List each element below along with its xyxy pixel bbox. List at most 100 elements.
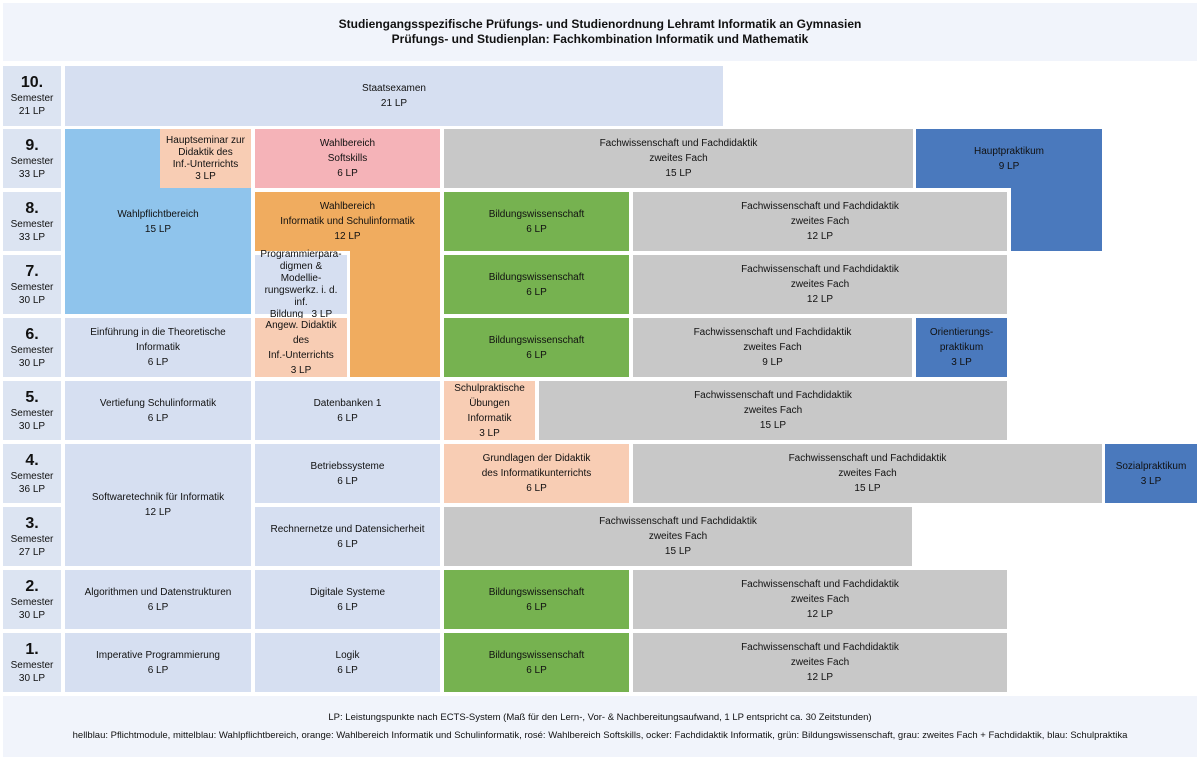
module-lp: 21 LP [380,98,408,109]
module-lp: 12 LP [806,609,834,620]
semester-lp: 27 LP [18,546,46,558]
module-title: Softskills [327,153,368,164]
semester-10-label: 10. Semester 21 LP [3,66,61,126]
module-logik: Logik 6 LP [255,633,440,692]
module-title: Bildungswissenschaft [488,208,585,220]
module-lp: 15 LP [664,546,692,557]
module-title: Fachwissenschaft und Fachdidaktik [788,453,947,464]
module-lp: 6 LP [526,286,547,298]
module-bildungswissenschaft-sem7: Bildungswissenschaft 6 LP [444,255,629,314]
module-fachwissenschaft-sem7: Fachwissenschaft und Fachdidaktik zweite… [633,255,1007,314]
module-wahlbereich-softskills: Wahlbereich Softskills 6 LP [255,129,440,188]
semester-number: 3. [25,514,39,532]
module-title: Sozialpraktikum [1115,460,1187,472]
semester-lp: 30 LP [18,294,46,306]
module-datenbanken: Datenbanken 1 6 LP [255,381,440,440]
module-title: zweites Fach [838,468,897,479]
semester-9-label: 9. Semester 33 LP [3,129,61,188]
module-lp: 12 LP [144,507,172,518]
module-title: Schulpraktische [454,382,525,394]
semester-lp: 30 LP [18,420,46,432]
module-lp: 6 LP [337,412,358,424]
module-title: Wahlbereich [319,201,376,212]
module-fachwissenschaft-sem9: Fachwissenschaft und Fachdidaktik zweite… [444,129,913,188]
module-lp: 3 LP [290,364,312,376]
semester-lp: 30 LP [18,672,46,684]
module-lp: 15 LP [759,420,787,431]
module-wahlbereich-informatik-extension [350,249,440,377]
module-title: zweites Fach [648,531,708,542]
module-fachwissenschaft-sem4: Fachwissenschaft und Fachdidaktik zweite… [633,444,1102,503]
module-title: Hauptseminar zur [166,134,245,146]
semester-5-label: 5. Semester 30 LP [3,381,61,440]
module-lp: 6 LP [526,601,547,613]
module-title: Rechnernetze und Datensicherheit [270,523,425,535]
module-title: zweites Fach [790,657,850,668]
module-title: Digitale Systeme [309,586,386,598]
module-lp: 12 LP [806,672,834,683]
module-title: Wahlbereich [319,138,376,149]
legend-color-key: hellblau: Pflichtmodule, mittelblau: Wah… [72,729,1128,741]
module-title: Bildungswissenschaft [488,586,585,598]
module-title: des Informatikunterrichts [481,468,592,479]
module-title: Staatsexamen [362,83,426,94]
module-title: Didaktik des [178,146,233,158]
module-lp: 12 LP [806,294,834,305]
module-imperative-programmierung: Imperative Programmierung 6 LP [65,633,251,692]
header-subtitle: Prüfungs- und Studienplan: Fachkombinati… [391,32,809,46]
module-title: zweites Fach [743,405,803,416]
module-lp: 15 LP [854,483,881,494]
semester-lp: 30 LP [18,609,46,621]
module-title: Bildungswissenschaft [488,334,585,346]
module-title: Betriebssysteme [310,460,385,472]
module-fachwissenschaft-sem8: Fachwissenschaft und Fachdidaktik zweite… [633,192,1007,251]
module-title: Fachwissenschaft und Fachdidaktik [741,201,899,212]
semester-word: Semester [10,155,54,167]
module-title: Fachwissenschaft und Fachdidaktik [599,138,758,149]
module-fachwissenschaft-sem1: Fachwissenschaft und Fachdidaktik zweite… [633,633,1007,692]
semester-2-label: 2. Semester 30 LP [3,570,61,629]
module-wahlbereich-informatik: Wahlbereich Informatik und Schulinformat… [255,192,440,251]
module-title: Einführung in die Theoretische Informati… [90,327,226,353]
module-bildungswissenschaft-sem2: Bildungswissenschaft 6 LP [444,570,629,629]
module-title: Hauptpraktikum [973,145,1045,157]
semester-word: Semester [10,281,54,293]
semester-number: 2. [25,577,39,595]
semester-word: Semester [10,407,54,419]
semester-number: 6. [25,325,39,343]
module-title: Fachwissenschaft und Fachdidaktik [599,516,757,527]
semester-lp: 33 LP [18,168,46,180]
module-fachwissenschaft-sem5: Fachwissenschaft und Fachdidaktik zweite… [539,381,1007,440]
module-lp: 15 LP [144,223,172,235]
semester-7-label: 7. Semester 30 LP [3,255,61,314]
module-lp: 9 LP [762,357,783,368]
module-hauptseminar-didaktik: Hauptseminar zur Didaktik des Inf.-Unter… [160,129,251,188]
module-title: Bildungswissenschaft [488,649,585,661]
semester-number: 10. [20,74,44,91]
module-title: Fachwissenschaft und Fachdidaktik [693,327,852,338]
semester-number: 7. [25,262,39,280]
semester-number: 5. [25,388,39,406]
semester-word: Semester [10,344,54,356]
plan-header: Studiengangsspezifische Prüfungs- und St… [3,3,1197,61]
module-title: Fachwissenschaft und Fachdidaktik [741,264,899,275]
module-lp: 6 LP [337,538,358,550]
module-bildungswissenschaft-sem6: Bildungswissenschaft 6 LP [444,318,629,377]
module-lp: 12 LP [806,231,834,242]
module-lp: 6 LP [526,483,547,494]
module-title: Logik [335,649,360,661]
module-schulpraktische-uebungen: Schulpraktische Übungen Informatik 3 LP [444,381,535,440]
semester-word: Semester [10,596,54,608]
module-sozialpraktikum: Sozialpraktikum 3 LP [1105,444,1197,503]
semester-lp: 21 LP [18,106,46,117]
module-grundlagen-didaktik: Grundlagen der Didaktik des Informatikun… [444,444,629,503]
module-fachwissenschaft-sem6: Fachwissenschaft und Fachdidaktik zweite… [633,318,912,377]
module-lp: 6 LP [147,412,169,424]
module-bildungswissenschaft-sem8: Bildungswissenschaft 6 LP [444,192,629,251]
module-lp: 3 LP [951,357,972,368]
module-title: Inf.-Unterrichts [172,158,239,170]
module-title: Fachwissenschaft und Fachdidaktik [741,642,899,653]
module-rechnernetze: Rechnernetze und Datensicherheit 6 LP [255,507,440,566]
module-title: Vertiefung Schulinformatik [99,397,217,409]
semester-6-label: 6. Semester 30 LP [3,318,61,377]
